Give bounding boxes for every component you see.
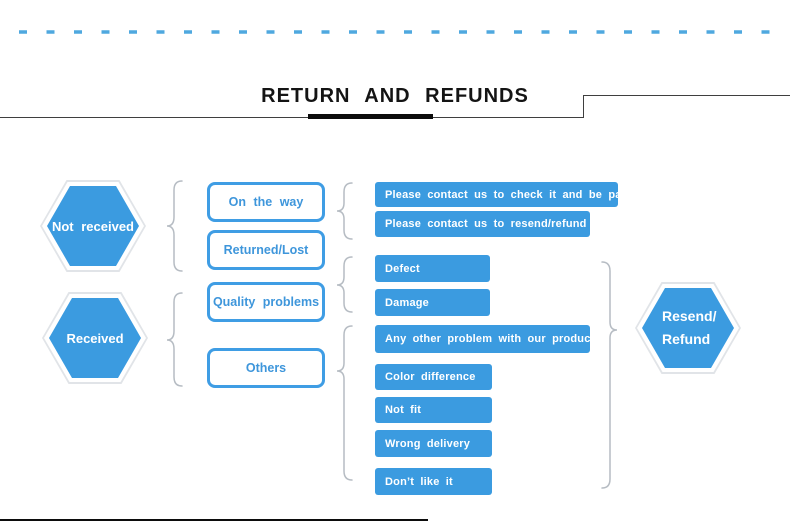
brace-on-the-way-group xyxy=(336,182,353,240)
category-label: Others xyxy=(245,361,287,375)
bar-dont-like-it: Don’t like it xyxy=(375,468,492,495)
title-rule-right xyxy=(583,95,790,96)
category-box-quality-problems: Quality problems xyxy=(207,282,325,322)
bar-label: Damage xyxy=(385,296,429,309)
bar-label: Any other problem with our products xyxy=(385,333,590,345)
category-box-on-the-way: On the way xyxy=(207,182,325,222)
bar-check-it-be-patient: Please contact us to check it and be pat… xyxy=(375,182,618,207)
bar-label: Wrong delivery xyxy=(385,437,471,450)
bottom-rule xyxy=(0,519,428,521)
bar-wrong-delivery: Wrong delivery xyxy=(375,430,492,457)
category-label: Returned/Lost xyxy=(223,243,309,257)
category-label: On the way xyxy=(228,195,304,209)
brace-received-group xyxy=(166,292,183,387)
dashed-divider xyxy=(19,30,788,34)
bar-defect: Defect xyxy=(375,255,490,282)
bar-damage: Damage xyxy=(375,289,490,316)
refund-line: Refund xyxy=(662,331,711,347)
category-box-returned-lost: Returned/Lost xyxy=(207,230,325,270)
hexagon-received-label: Received xyxy=(66,330,124,346)
brace-resend-refund-group xyxy=(601,261,618,489)
category-label: Quality problems xyxy=(212,295,320,309)
category-box-others: Others xyxy=(207,348,325,388)
brace-others-group xyxy=(336,325,353,481)
bar-label: Color difference xyxy=(385,371,476,383)
resend-line: Resend/ xyxy=(662,308,717,324)
title-underline xyxy=(308,114,433,119)
title-rule-left xyxy=(0,117,583,118)
brace-quality-problems-group xyxy=(336,256,353,313)
bar-color-difference: Color difference xyxy=(375,364,492,390)
bar-label: Please contact us to check it and be pat… xyxy=(385,188,618,201)
bar-label: Not fit xyxy=(385,404,422,416)
brace-not-received-group xyxy=(166,180,183,272)
bar-label: Don’t like it xyxy=(385,475,453,488)
bar-not-fit: Not fit xyxy=(375,397,492,423)
bar-any-other-problem: Any other problem with our products xyxy=(375,325,590,353)
bar-label: Please contact us to resend/refund xyxy=(385,218,587,230)
hexagon-not-received-label: Not received xyxy=(51,218,135,234)
hexagon-resend-refund-label: Resend/ Refund xyxy=(635,282,741,374)
title-rule-step xyxy=(583,95,584,118)
hexagon-fill xyxy=(49,298,141,378)
bar-resend-refund: Please contact us to resend/refund xyxy=(375,211,590,237)
page-title: RETURN AND REFUNDS xyxy=(261,85,529,107)
bar-label: Defect xyxy=(385,262,420,275)
